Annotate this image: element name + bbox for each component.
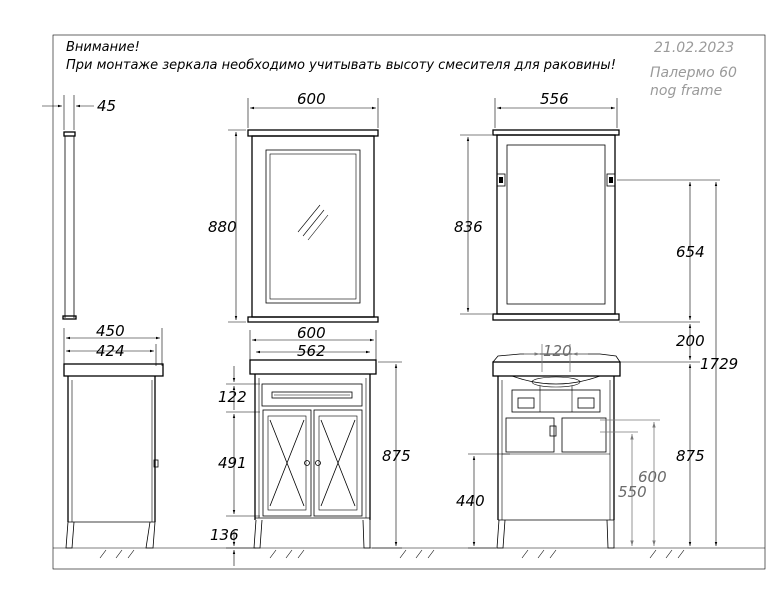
- front-mirror-width-label: 600: [297, 90, 326, 108]
- overall-height-label: 1729: [700, 355, 738, 373]
- mirror-depth-label: 45: [97, 97, 116, 115]
- drawer-height-label: 122: [218, 388, 247, 406]
- front-top-width-label: 600: [297, 324, 326, 342]
- front-view: 600 880 600 562: [208, 90, 411, 566]
- pipe-height-600-label: 600: [638, 468, 667, 486]
- warning-title: Внимание!: [66, 40, 140, 55]
- pipe-height-550-label: 550: [618, 483, 647, 501]
- cabinet-depth-top-label: 450: [96, 322, 125, 340]
- gap-label: 200: [676, 332, 705, 350]
- drawing-date: 21.02.2023: [654, 40, 734, 56]
- leg-height-label: 136: [210, 526, 239, 544]
- sheet-frame: [52, 34, 766, 570]
- front-body-width-label: 562: [297, 342, 326, 360]
- drain-offset-label: 120: [543, 342, 572, 360]
- pipe-height-440-label: 440: [456, 492, 485, 510]
- back-mirror-width-label: 556: [540, 90, 569, 108]
- front-total-height-label: 875: [382, 447, 411, 465]
- floor-line: [53, 547, 765, 559]
- side-view: 45 450 424: [42, 95, 164, 549]
- back-mirror-height-label: 836: [454, 218, 483, 236]
- hang-height-label: 654: [676, 243, 705, 261]
- back-cabinet-height-label: 875: [676, 447, 705, 465]
- model-variant: nog frame: [650, 83, 722, 99]
- door-height-label: 491: [218, 454, 247, 472]
- back-view: 556 836 654 200 875 1729: [454, 90, 738, 549]
- cabinet-depth-body-label: 424: [96, 342, 125, 360]
- model-name: Палермо 60: [650, 65, 737, 81]
- front-mirror-height-label: 880: [208, 218, 237, 236]
- warning-text: При монтаже зеркала необходимо учитывать…: [66, 58, 616, 73]
